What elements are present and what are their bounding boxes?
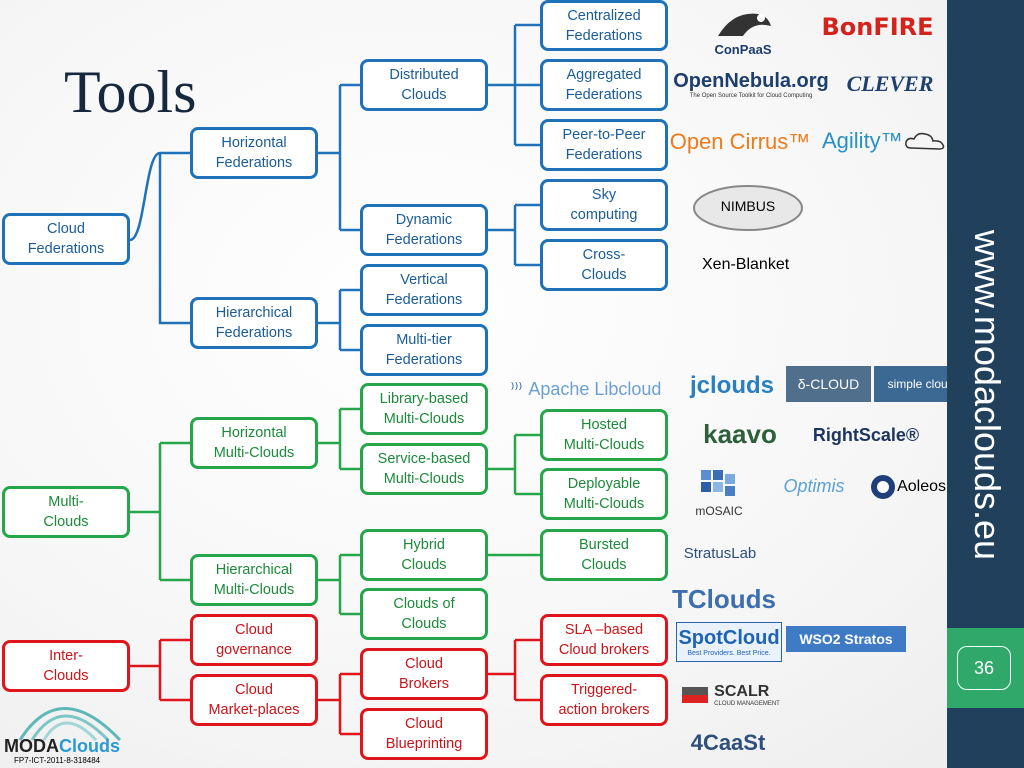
spotcloud-logo: SpotCloud Best Providers. Best Price. — [676, 622, 782, 662]
open-cirrus-logo: Open Cirrus™ — [669, 129, 811, 154]
clever-logo: CLEVER — [846, 71, 934, 96]
tree-connectors — [129, 23, 540, 736]
node-hierarchical-federations: Hierarchical Federations — [190, 297, 318, 349]
agility-logo: Agility™ — [822, 124, 946, 158]
xen-blanket-label: Xen-Blanket — [702, 256, 790, 273]
optimis-logo: Optimis — [783, 475, 845, 496]
cloud-icon — [904, 132, 944, 150]
conpaas-logo: ConPaaS — [688, 0, 798, 62]
node-multi-clouds: Multi- Clouds — [2, 486, 130, 538]
stratuslab-logo: StratusLab — [683, 544, 757, 562]
page-number: 36 — [957, 646, 1011, 690]
node-deployable-multiclouds: Deployable Multi-Clouds — [540, 468, 668, 520]
cloud-icon — [693, 185, 803, 231]
node-centralized-federations: Centralized Federations — [540, 0, 668, 51]
node-aggregated-federations: Aggregated Federations — [540, 59, 668, 111]
node-cloud-federations: Cloud Federations — [2, 213, 130, 265]
node-multitier-federations: Multi-tier Federations — [360, 324, 488, 376]
aoleos-logo: Aoleos — [870, 470, 946, 504]
node-distributed-clouds: Distributed Clouds — [360, 59, 488, 111]
grid-icon — [701, 470, 735, 496]
wso2-stratos-logo: WSO2 Stratos — [786, 626, 906, 652]
node-cross-clouds: Cross- Clouds — [540, 239, 668, 291]
rightscale-logo: RightScale® — [812, 424, 920, 445]
kaavo-logo: kaavo — [703, 418, 777, 449]
node-sla-brokers: SLA –based Cloud brokers — [540, 614, 668, 666]
node-library-multiclouds: Library-based Multi-Clouds — [360, 383, 488, 435]
node-clouds-of-clouds: Clouds of Clouds — [360, 588, 488, 640]
node-hosted-multiclouds: Hosted Multi-Clouds — [540, 409, 668, 461]
eagle-icon — [718, 13, 771, 36]
mosaic-logo: mOSAIC — [678, 462, 760, 524]
libcloud-icon: ⁾⁾⁾ — [510, 381, 523, 398]
node-cloud-governance: Cloud governance — [190, 614, 318, 666]
node-cloud-brokers: Cloud Brokers — [360, 648, 488, 700]
node-service-multiclouds: Service-based Multi-Clouds — [360, 443, 488, 495]
page-number-box: 36 — [947, 628, 1024, 708]
node-horizontal-federations: Horizontal Federations — [190, 127, 318, 179]
scalr-icon — [682, 687, 709, 703]
jclouds-logo: jclouds — [689, 372, 774, 399]
node-p2p-federations: Peer-to-Peer Federations — [540, 119, 668, 171]
modaclouds-logo: MODAClouds FP7-ICT-2011-8-318484 — [0, 682, 130, 768]
tclouds-logo: TClouds — [672, 583, 776, 614]
project-id: FP7-ICT-2011-8-318484 — [14, 756, 101, 765]
nimbus-logo: NIMBUS — [690, 178, 806, 234]
4caast-logo: 4CaaSt — [690, 730, 766, 755]
node-hybrid-clouds: Hybrid Clouds — [360, 529, 488, 581]
node-cloud-marketplaces: Cloud Market-places — [190, 674, 318, 726]
node-horizontal-multiclouds: Horizontal Multi-Clouds — [190, 417, 318, 469]
node-hierarchical-multiclouds: Hierarchical Multi-Clouds — [190, 554, 318, 606]
node-sky-computing: Sky computing — [540, 179, 668, 231]
node-dynamic-federations: Dynamic Federations — [360, 204, 488, 256]
scalr-logo: SCALR CLOUD MANAGEMENT — [680, 680, 780, 710]
opennebula-logo: OpenNebula.org The Open Source Toolkit f… — [673, 69, 829, 99]
node-triggered-brokers: Triggered- action brokers — [540, 674, 668, 726]
delta-cloud-logo: δ-CLOUD — [786, 366, 871, 402]
node-inter-clouds: Inter- Clouds — [2, 640, 130, 692]
node-bursted-clouds: Bursted Clouds — [540, 529, 668, 581]
arc-icon — [18, 707, 122, 742]
page-title: Tools — [64, 59, 197, 125]
bonfire-logo: BonFIRE — [821, 13, 934, 41]
node-vertical-federations: Vertical Federations — [360, 264, 488, 316]
site-url: www.modaclouds.eu — [967, 229, 1008, 561]
aoleos-icon — [871, 475, 895, 499]
apache-libcloud-logo: ⁾⁾⁾ Apache Libcloud — [510, 378, 662, 399]
node-cloud-blueprinting: Cloud Blueprinting — [360, 708, 488, 760]
